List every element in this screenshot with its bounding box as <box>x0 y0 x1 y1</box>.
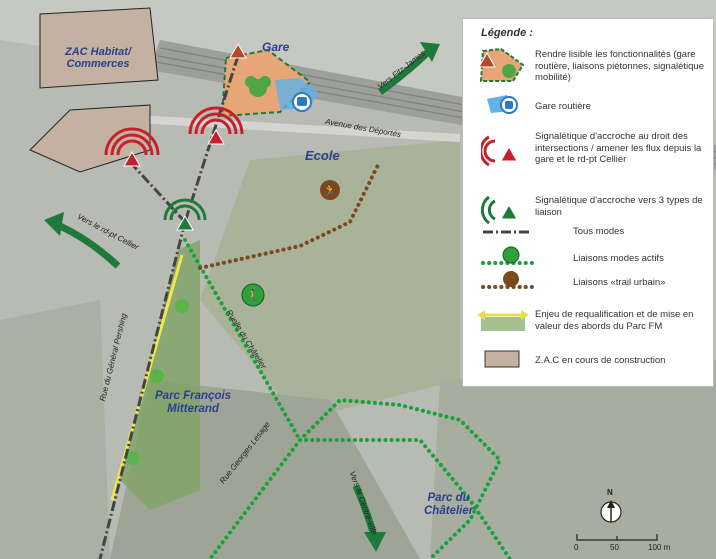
gare-label: Gare <box>262 40 290 54</box>
scale-50: 50 <box>610 543 619 552</box>
legend-trail-icon <box>481 271 539 289</box>
tree-icon <box>245 76 271 97</box>
legend-signal-rouge: Signalétique d'accroche au droit des int… <box>535 131 702 165</box>
modes-actifs-lines <box>183 238 512 559</box>
warning-icon <box>229 42 247 59</box>
zac-polygon-south <box>29 104 151 173</box>
legend-signal-vert: Signalétique d'accroche vers 3 types de … <box>535 195 703 218</box>
tree-icon <box>126 451 140 465</box>
bus-icon <box>292 92 312 112</box>
arrow-fitz-james <box>377 42 440 95</box>
green-signage <box>163 198 207 231</box>
legend-bus-icon <box>487 95 518 114</box>
red-signage-2 <box>188 106 244 145</box>
legend-panel: Légende : Rendre lisible les fonctionnal… <box>462 18 714 387</box>
ecole-label: Ecole <box>305 148 340 163</box>
legend-modes-actifs: Liaisons modes actifs <box>573 253 664 264</box>
compass-label: N <box>607 488 613 497</box>
pedestrian-icon: 🚶 <box>241 283 265 307</box>
legend-title: Légende : <box>481 27 533 39</box>
scale-bar <box>576 534 658 541</box>
legend-fonctionnalites: Rendre lisible les fonctionnalités (gare… <box>535 49 704 83</box>
tree-icon <box>150 369 164 383</box>
zac-polygon-north <box>39 7 159 89</box>
legend-tous-modes-icon <box>483 230 531 234</box>
legend-zac: Z.A.C en cours de construction <box>535 355 666 366</box>
legend-requalification: Enjeu de requalification et de mise en v… <box>535 309 694 332</box>
parc-chatelier-label: Parc du Châtelier <box>424 492 474 517</box>
tree-icon <box>175 299 189 313</box>
legend-trail: Liaisons «trail urbain» <box>573 277 666 288</box>
legend-modes-actifs-icon <box>481 246 539 265</box>
red-signage-1 <box>104 127 160 167</box>
legend-gare-routiere: Gare routière <box>535 101 591 112</box>
zac-label: ZAC Habitat/ Commerces <box>65 46 131 70</box>
scale-0: 0 <box>574 543 579 552</box>
arrow-centre-ville <box>352 484 386 552</box>
requalification-line <box>110 254 184 501</box>
legend-fonctionnalites-icon <box>478 47 525 82</box>
trail-lines <box>198 163 380 270</box>
legend-zac-icon <box>484 350 520 368</box>
legend-requalification-icon <box>477 310 529 331</box>
legend-red-signage-icon <box>481 135 518 167</box>
legend-green-signage-icon <box>481 195 518 225</box>
parc-fm-label: Parc François Mitterand <box>155 390 232 415</box>
tous-modes-lines <box>98 55 240 559</box>
svg-text:🏃: 🏃 <box>323 184 337 197</box>
svg-text:🚶: 🚶 <box>246 289 260 302</box>
compass-icon <box>600 500 622 523</box>
arrow-cellier <box>44 212 121 269</box>
trail-runner-icon: 🏃 <box>320 180 340 200</box>
legend-tous-modes: Tous modes <box>573 226 625 237</box>
scale-100: 100 m <box>648 543 671 552</box>
